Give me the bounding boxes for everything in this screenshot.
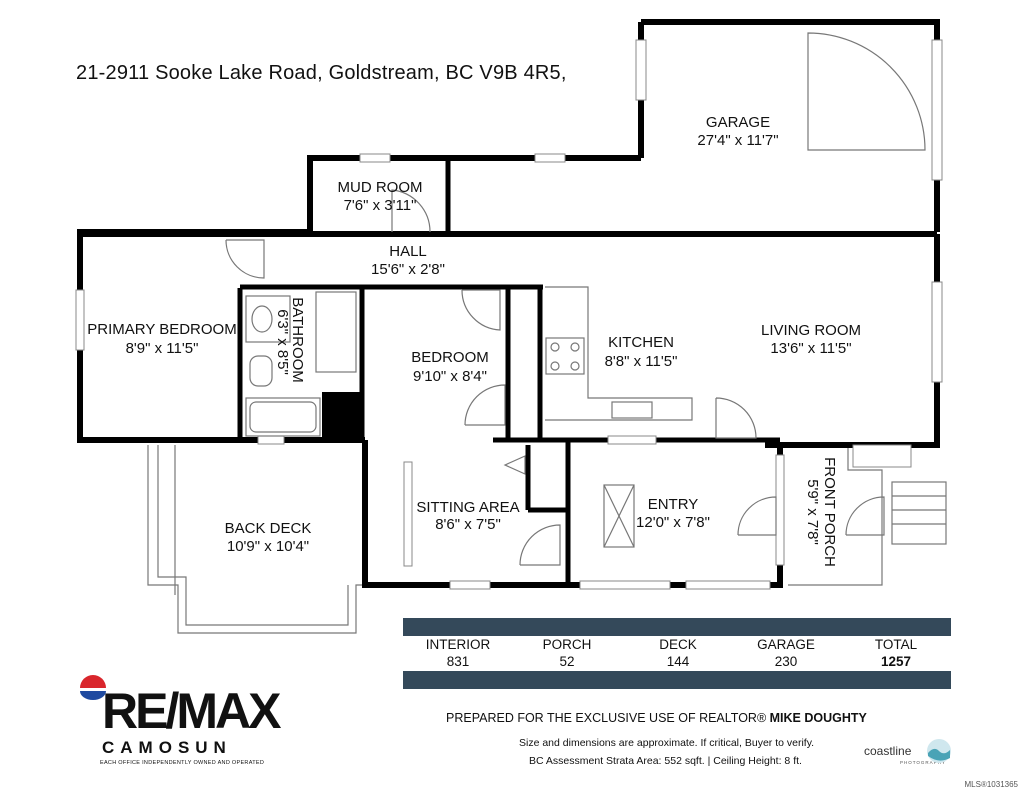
prepared-for-line: PREPARED FOR THE EXCLUSIVE USE OF REALTO… bbox=[446, 711, 867, 725]
stat-interior: INTERIOR 831 bbox=[403, 637, 513, 669]
photographer-logo: coastline PHOTOGRAPHY bbox=[864, 739, 951, 765]
windows bbox=[75, 39, 943, 590]
remax-wordmark: RE/MAX bbox=[102, 683, 281, 739]
living-room-dims: 13'6" x 11'5" bbox=[770, 340, 851, 357]
mud-room-name: MUD ROOM bbox=[338, 179, 423, 196]
disclaimer-note: Size and dimensions are approximate. If … bbox=[519, 737, 815, 749]
property-address: 21-2911 Sooke Lake Road, Goldstream, BC … bbox=[76, 62, 567, 84]
hall-dims: 15'6" x 2'8" bbox=[371, 261, 445, 278]
primary-bedroom-dims: 8'9" x 11'5" bbox=[126, 340, 199, 357]
bedroom-name: BEDROOM bbox=[411, 349, 489, 366]
stat-garage: GARAGE 230 bbox=[731, 637, 841, 669]
garage-dims: 27'4" x 11'7" bbox=[697, 132, 778, 149]
back-deck-name: BACK DECK bbox=[225, 520, 312, 537]
door-swings bbox=[225, 32, 926, 566]
stat-label: TOTAL bbox=[874, 637, 918, 652]
sitting-area-name: SITTING AREA bbox=[416, 499, 519, 516]
room-labels: GARAGE 27'4" x 11'7" MUD ROOM 7'6" x 3'1… bbox=[87, 114, 861, 567]
kitchen-dims: 8'8" x 11'5" bbox=[605, 353, 678, 370]
prepared-prefix: PREPARED FOR THE EXCLUSIVE USE OF REALTO… bbox=[446, 711, 770, 725]
mud-room-dims: 7'6" x 3'11" bbox=[344, 197, 417, 214]
stat-value: 1257 bbox=[880, 654, 912, 669]
bedroom-dims: 9'10" x 8'4" bbox=[413, 368, 487, 385]
bathroom-fixtures bbox=[245, 291, 357, 437]
front-porch-name: FRONT PORCH bbox=[821, 457, 838, 567]
kitchen-fixtures bbox=[503, 286, 693, 548]
entry-dims: 12'0" x 7'8" bbox=[636, 514, 710, 531]
kitchen-name: KITCHEN bbox=[608, 334, 674, 351]
front-porch-dims: 5'9" x 7'8" bbox=[804, 479, 821, 545]
stat-label: GARAGE bbox=[757, 637, 815, 652]
table-bottom-bar bbox=[403, 671, 951, 689]
entry-name: ENTRY bbox=[648, 496, 699, 513]
photographer-name: coastline bbox=[864, 744, 912, 758]
stat-deck: DECK 144 bbox=[623, 637, 733, 669]
hall-name: HALL bbox=[389, 243, 427, 260]
primary-bedroom-name: PRIMARY BEDROOM bbox=[87, 321, 236, 338]
stat-total: TOTAL 1257 bbox=[841, 637, 951, 669]
sitting-area-dims: 8'6" x 7'5" bbox=[435, 516, 501, 533]
realtor-name: MIKE DOUGHTY bbox=[769, 711, 867, 725]
assessment-note: BC Assessment Strata Area: 552 sqft. | C… bbox=[529, 755, 802, 767]
stat-porch: PORCH 52 bbox=[512, 637, 622, 669]
garage-name: GARAGE bbox=[706, 114, 770, 131]
stat-label: PORCH bbox=[542, 637, 592, 652]
balloon-icon bbox=[80, 675, 106, 700]
bathroom-name: BATHROOM bbox=[289, 297, 306, 383]
stat-value: 52 bbox=[559, 654, 575, 669]
back-deck-dims: 10'9" x 10'4" bbox=[227, 538, 309, 555]
photographer-sub: PHOTOGRAPHY bbox=[900, 760, 946, 765]
stat-value: 230 bbox=[774, 654, 798, 669]
office-tagline: EACH OFFICE INDEPENDENTLY OWNED AND OPER… bbox=[100, 760, 265, 766]
stat-label: INTERIOR bbox=[425, 637, 491, 652]
living-room-name: LIVING ROOM bbox=[761, 322, 861, 339]
stat-value: 144 bbox=[666, 654, 690, 669]
table-top-bar bbox=[403, 618, 951, 636]
stat-label: DECK bbox=[659, 637, 697, 652]
wave-icon bbox=[927, 739, 951, 763]
mls-number: MLS®1031365 bbox=[964, 780, 1019, 789]
back-deck-outline bbox=[147, 445, 368, 634]
bathroom-dims: 6'3" x 8'5" bbox=[274, 309, 291, 375]
stat-value: 831 bbox=[446, 654, 470, 669]
office-name: CAMOSUN bbox=[102, 738, 232, 757]
area-table: INTERIOR 831 PORCH 52 DECK 144 GARAGE 23… bbox=[403, 637, 951, 671]
